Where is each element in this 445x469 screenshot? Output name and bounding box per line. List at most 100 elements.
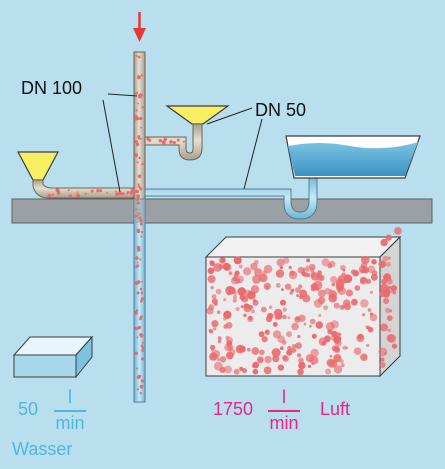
pipe-bubble bbox=[136, 280, 141, 284]
air-bubble bbox=[261, 306, 267, 313]
air-bubble bbox=[340, 363, 345, 368]
air-bubble bbox=[343, 274, 353, 284]
left-funnel bbox=[16, 151, 60, 181]
pipe-bubble bbox=[135, 208, 138, 211]
water-volume-cube bbox=[12, 335, 94, 379]
air-bubble bbox=[286, 331, 293, 338]
air-bubble bbox=[333, 297, 337, 301]
air-bubble bbox=[272, 330, 282, 339]
air-bubble bbox=[250, 309, 255, 314]
air-bubble bbox=[297, 368, 304, 376]
pipe-bubble bbox=[135, 256, 139, 260]
pipe-bubble bbox=[169, 140, 173, 144]
pipe-bubble bbox=[136, 201, 140, 205]
air-bubble bbox=[382, 290, 390, 298]
pipe-bubble bbox=[140, 235, 143, 238]
pipe-bubble bbox=[99, 189, 102, 193]
air-bubble bbox=[333, 354, 342, 363]
air-bubble bbox=[385, 234, 392, 241]
upper-funnel bbox=[165, 105, 230, 125]
air-bubble bbox=[321, 258, 330, 267]
air-bubble bbox=[230, 276, 239, 285]
air-bubble bbox=[223, 298, 227, 302]
air-bubble bbox=[392, 290, 397, 295]
air-bubble bbox=[209, 329, 214, 334]
air-bubble bbox=[207, 275, 216, 284]
pipe-bubble bbox=[136, 388, 139, 391]
air-bubble bbox=[253, 259, 259, 265]
air-bubble bbox=[302, 294, 311, 303]
air-bubble bbox=[386, 278, 393, 285]
air-bubble bbox=[326, 358, 335, 367]
pipe-bubble bbox=[136, 291, 140, 295]
pipe-bubble bbox=[47, 193, 52, 198]
air-bubble bbox=[311, 362, 315, 366]
basin-water bbox=[288, 142, 418, 176]
air-bubble bbox=[264, 329, 270, 335]
pipe-bubble bbox=[134, 91, 138, 95]
pipe-bubble bbox=[134, 153, 139, 158]
pipe-bubble bbox=[136, 367, 138, 370]
air-bubble bbox=[235, 344, 245, 354]
pipe-bubble bbox=[141, 106, 144, 109]
air-bubble bbox=[331, 330, 338, 337]
air-bubble bbox=[310, 271, 316, 276]
air-bubble bbox=[306, 258, 311, 263]
pipe-bubble bbox=[136, 197, 140, 201]
pipe-bubble bbox=[134, 214, 138, 218]
pipe-bubble bbox=[138, 209, 141, 211]
pipe-bubble bbox=[96, 189, 100, 193]
pipe-bubble bbox=[134, 140, 138, 144]
air-bubble bbox=[289, 270, 295, 276]
pipe-bubble bbox=[84, 192, 87, 195]
air-bubble bbox=[295, 342, 302, 349]
air-bubble bbox=[318, 313, 322, 318]
air-bubble bbox=[329, 289, 333, 292]
air-bubble bbox=[371, 259, 377, 265]
air-bubble bbox=[303, 322, 307, 326]
air-bubble bbox=[243, 313, 247, 318]
air-bubble bbox=[365, 325, 370, 330]
pipe-bubble bbox=[136, 161, 139, 164]
air-bubble bbox=[310, 348, 319, 358]
pipe-bubble bbox=[146, 137, 150, 141]
air-bubble bbox=[210, 344, 216, 350]
water-unit-numerator: l bbox=[68, 387, 72, 407]
air-bubble bbox=[386, 261, 391, 267]
water-unit-denominator: min bbox=[55, 413, 85, 433]
pipe-bubble bbox=[141, 341, 144, 344]
air-bubble bbox=[290, 288, 295, 293]
pipe-bubble bbox=[136, 212, 139, 215]
air-bubble bbox=[360, 299, 369, 308]
air-bubble bbox=[208, 304, 215, 311]
air-bubble bbox=[217, 339, 222, 344]
air-bubble bbox=[286, 349, 293, 356]
air-bubble bbox=[207, 267, 215, 275]
pipe-air-bubbles bbox=[47, 54, 185, 395]
pipe-bubble bbox=[139, 222, 143, 226]
air-bubble bbox=[216, 310, 221, 315]
air-bubble bbox=[305, 265, 310, 270]
air-bubble bbox=[234, 270, 240, 276]
air-bubble bbox=[275, 269, 285, 278]
air-bubble bbox=[217, 336, 222, 341]
pipe-bubble bbox=[137, 136, 141, 140]
pipe-bubble bbox=[139, 116, 143, 121]
air-bubble bbox=[387, 334, 396, 343]
air-bubbles bbox=[206, 227, 402, 376]
inflow-arrow-icon bbox=[133, 12, 146, 42]
pipe-bubble bbox=[140, 126, 142, 129]
air-bubble bbox=[317, 270, 322, 276]
pipe-bubble bbox=[158, 139, 162, 143]
air-bubble bbox=[213, 263, 223, 272]
pipe-bubble bbox=[139, 287, 143, 291]
air-bubble bbox=[342, 345, 347, 350]
air-bubble bbox=[362, 313, 366, 317]
air-bubble bbox=[306, 269, 310, 273]
air-bubble bbox=[212, 327, 217, 331]
air-bubble bbox=[262, 270, 267, 276]
air-bubble bbox=[330, 275, 338, 284]
air-bubble bbox=[265, 285, 270, 291]
pipe-bubble bbox=[137, 174, 142, 179]
air-bubble bbox=[268, 305, 273, 309]
